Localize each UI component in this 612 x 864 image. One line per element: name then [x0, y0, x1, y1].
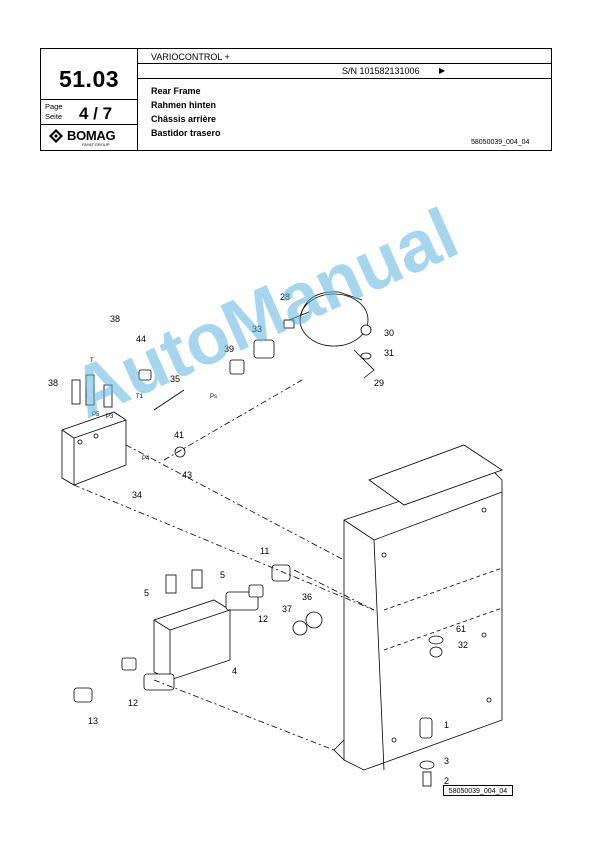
- callout-13: 13: [88, 716, 98, 726]
- drawing-ref-box: 58050039_004_04: [443, 785, 513, 796]
- connection-lines: [73, 379, 375, 751]
- callout-3: 3: [444, 756, 449, 766]
- callout-4: 4: [232, 666, 237, 676]
- page-label-de: Seite: [45, 112, 63, 121]
- callout-44: 44: [136, 334, 146, 344]
- callout-36: 36: [302, 592, 312, 602]
- callout-12a: 12: [258, 614, 268, 624]
- callout-39: 39: [224, 344, 234, 354]
- callout-1: 1: [444, 720, 449, 730]
- valve-block-upper: [61, 374, 127, 486]
- port-ps: Ps: [210, 394, 217, 400]
- port-t: T: [90, 358, 94, 364]
- page-number: 4 / 7: [79, 104, 113, 123]
- bomag-logo: BOMAG FAYAT GROUP: [47, 127, 133, 149]
- bomag-logo-icon: [49, 129, 63, 143]
- logo-text: BOMAG: [67, 128, 116, 143]
- valve-block-lower: [73, 564, 444, 787]
- accumulator: [283, 291, 375, 379]
- section-number: 51.03: [58, 66, 120, 92]
- callout-11: 11: [260, 546, 269, 556]
- rear-frame-plate: [333, 444, 503, 771]
- callout-5b: 5: [144, 588, 149, 598]
- callout-61: 61: [456, 624, 466, 634]
- callout-34: 34: [132, 490, 142, 500]
- logo-subtext: FAYAT GROUP: [82, 142, 110, 147]
- fittings-upper: [138, 324, 372, 458]
- product-name: VARIOCONTROL +: [151, 52, 230, 62]
- callout-41: 41: [174, 430, 184, 440]
- callout-43: 43: [182, 470, 192, 480]
- callout-31: 31: [384, 348, 394, 358]
- callout-32: 32: [458, 640, 468, 650]
- callout-5a: 5: [220, 570, 225, 580]
- callout-29: 29: [374, 378, 384, 388]
- title-fr: Châssis arrière: [151, 114, 217, 124]
- header-block: 51.03 Page Seite 4 / 7 BOMAG FAYAT GROUP…: [40, 48, 552, 151]
- title-en: Rear Frame: [151, 86, 201, 96]
- title-de: Rahmen hinten: [151, 100, 217, 110]
- callout-12b: 12: [128, 698, 138, 708]
- port-p3: P3: [106, 414, 114, 420]
- serial-arrow-icon: ▶: [439, 66, 446, 75]
- callout-38b: 38: [48, 378, 58, 388]
- callout-38a: 38: [110, 314, 120, 324]
- page-label-en: Page: [45, 102, 63, 111]
- serial-number: S/N 101582131006: [342, 66, 420, 76]
- callout-37: 37: [282, 604, 292, 614]
- parts-diagram: 28 33 30 39 31 29 38 44 35 38 41 43 34 1…: [48, 291, 503, 787]
- callout-30: 30: [384, 328, 394, 338]
- port-p5: P5: [92, 412, 100, 418]
- callout-28: 28: [280, 292, 290, 302]
- port-p4: P4: [142, 456, 150, 462]
- callout-33: 33: [252, 324, 262, 334]
- callout-2: 2: [444, 776, 449, 786]
- callout-numbers: 28 33 30 39 31 29 38 44 35 38 41 43 34 1…: [48, 292, 468, 786]
- port-t1: T1: [136, 394, 144, 400]
- title-es: Bastidor trasero: [151, 128, 221, 138]
- callout-35: 35: [170, 374, 180, 384]
- drawing-reference: 58050039_004_04: [471, 139, 530, 146]
